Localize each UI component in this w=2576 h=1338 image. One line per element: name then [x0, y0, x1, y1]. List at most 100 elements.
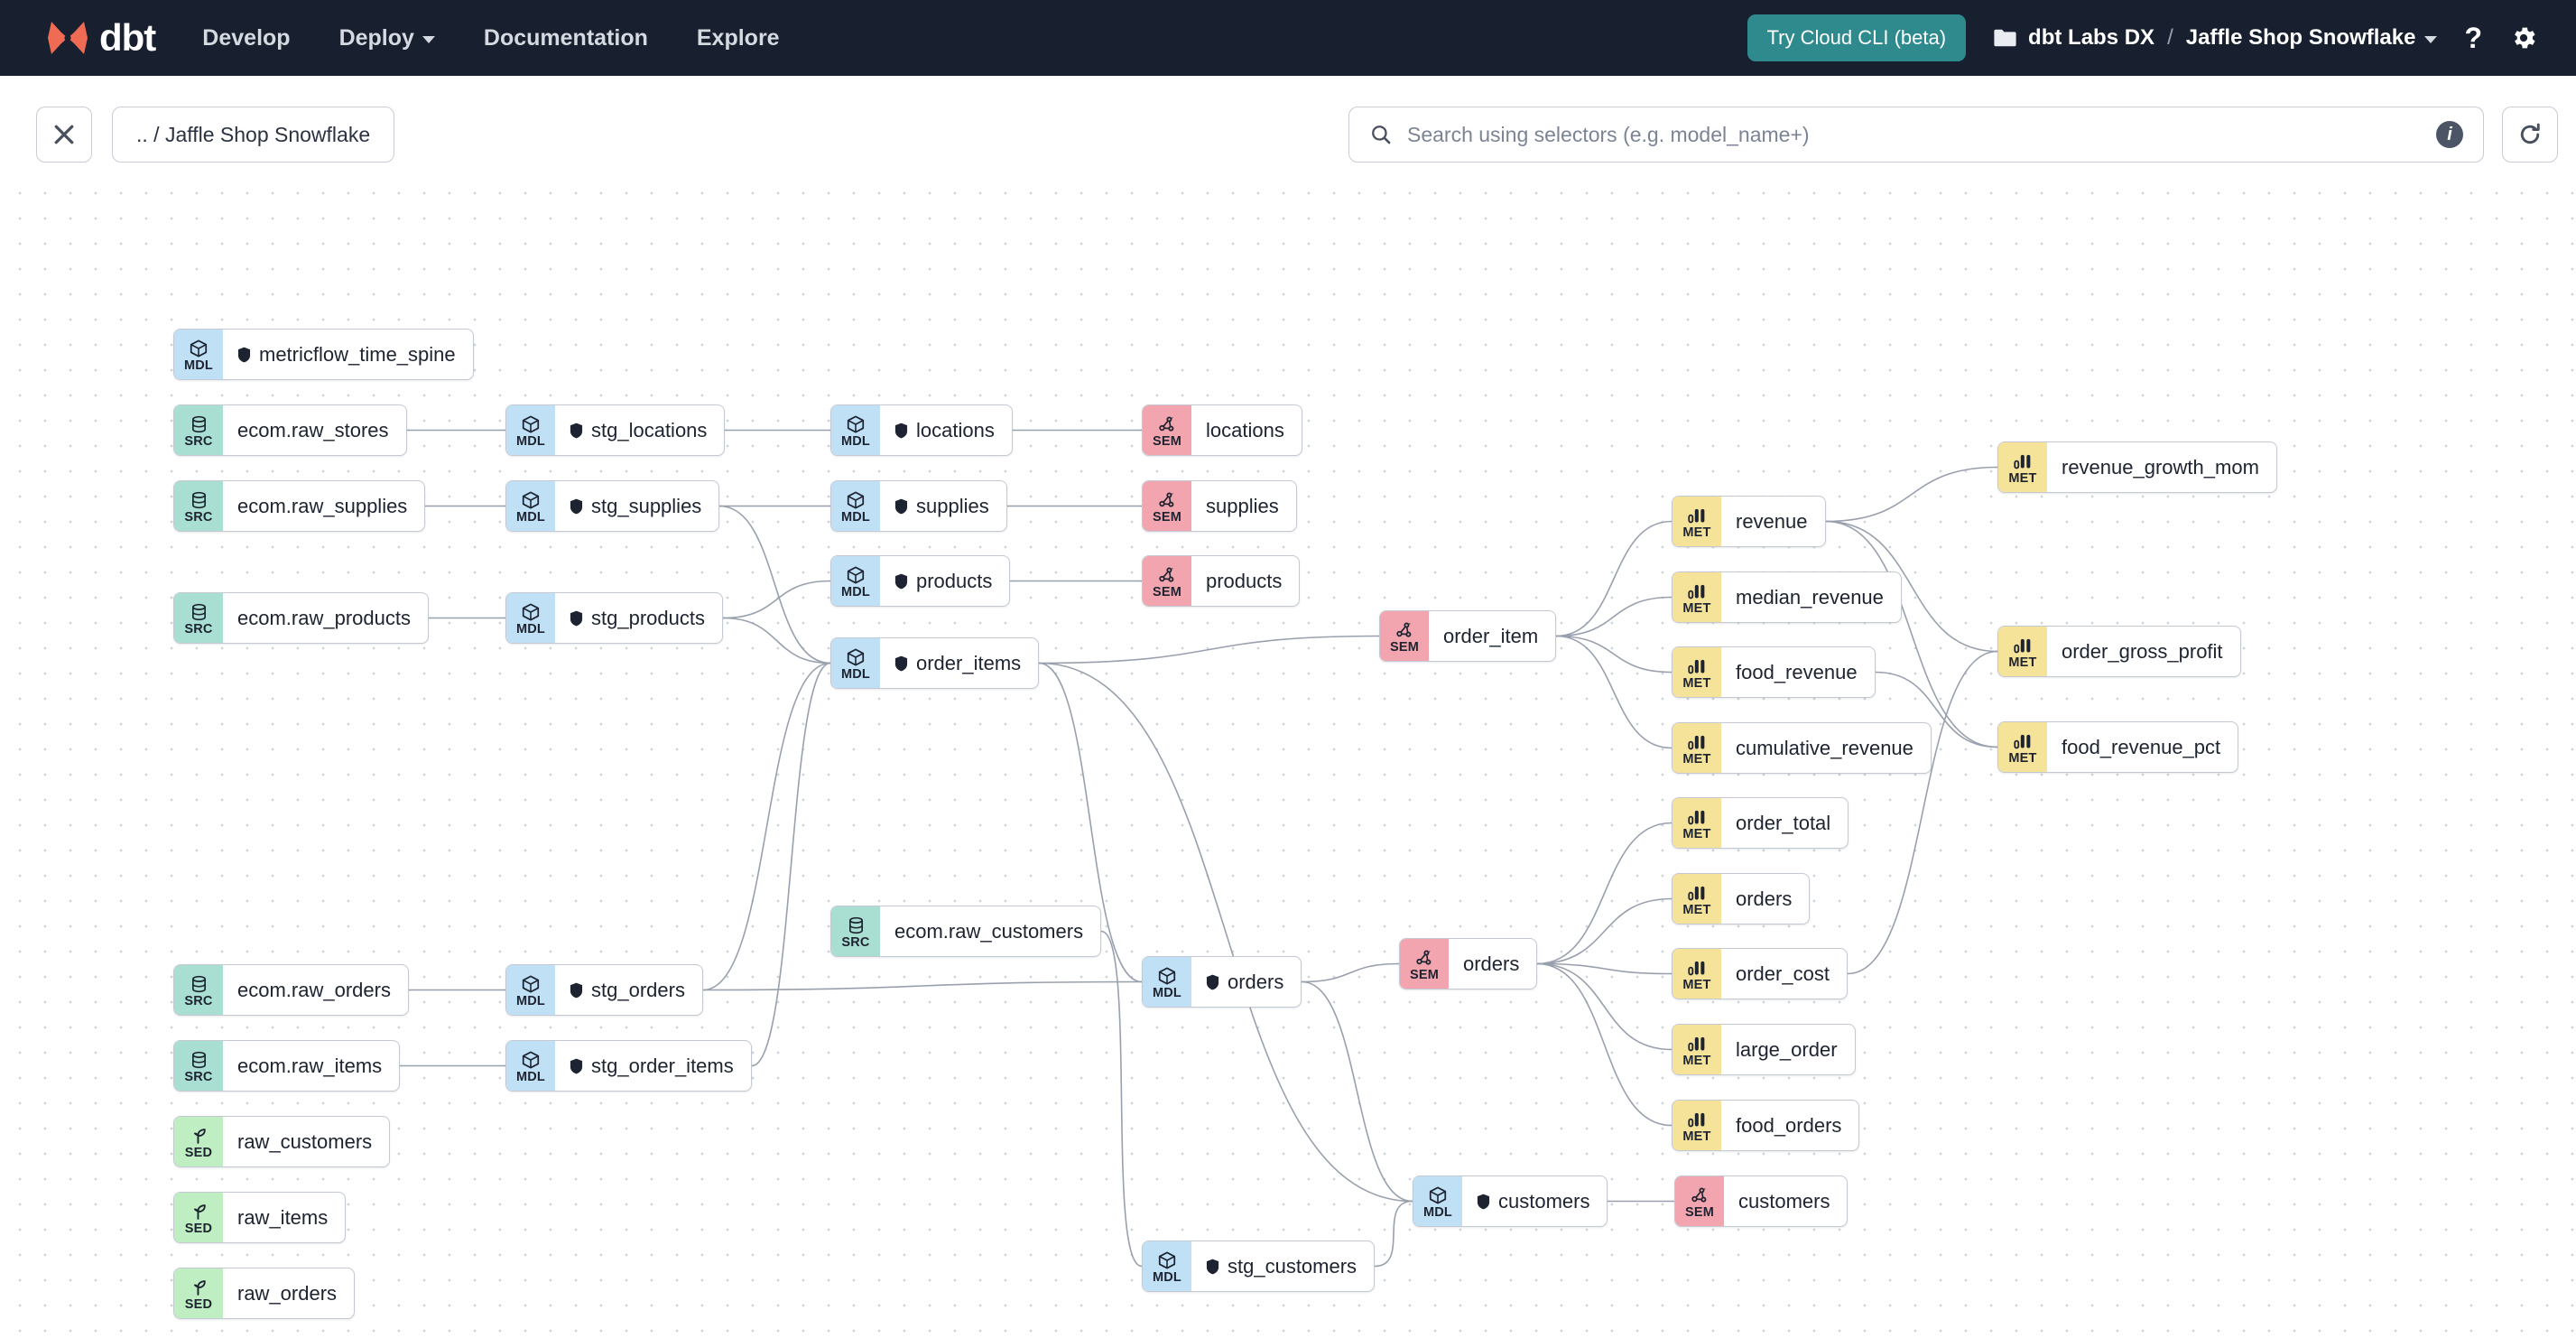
lineage-edge-order_item_sem-to-revenue — [1555, 520, 1673, 637]
node-type-badge-met: MET — [1998, 722, 2047, 772]
node-type-label: MDL — [515, 433, 545, 449]
node-body: food_revenue — [1721, 647, 1875, 697]
cube-icon — [1157, 1250, 1177, 1270]
account-name[interactable]: dbt Labs DX — [2028, 25, 2155, 50]
semantic-model-icon — [1159, 492, 1174, 507]
node-body: ecom.raw_orders — [223, 965, 408, 1015]
bar-chart-icon — [2014, 454, 2031, 469]
node-body: stg_products — [555, 593, 722, 643]
lineage-node-food_revenue[interactable]: MET food_revenue — [1672, 646, 1876, 698]
search-bar[interactable]: i — [1348, 107, 2484, 163]
protected-shield-icon — [894, 423, 908, 438]
node-body: large_order — [1721, 1025, 1855, 1074]
info-icon[interactable]: i — [2436, 121, 2463, 148]
dbt-logo[interactable]: dbt — [45, 16, 156, 60]
node-body: supplies — [1191, 481, 1296, 531]
bar-chart-icon — [1687, 732, 1707, 752]
node-type-label: MET — [2008, 750, 2037, 766]
project-selector[interactable]: Jaffle Shop Snowflake — [2186, 25, 2438, 51]
nav-link-deploy[interactable]: Deploy — [339, 25, 435, 51]
bar-chart-icon — [1688, 886, 1705, 900]
bar-chart-icon — [1688, 659, 1705, 674]
nav-link-explore[interactable]: Explore — [697, 25, 780, 51]
lineage-node-stg_locations[interactable]: MDL stg_locations — [505, 404, 726, 456]
node-label: locations — [916, 418, 995, 441]
cube-icon — [521, 1050, 541, 1070]
node-type-label: SEM — [1152, 433, 1182, 449]
node-type-badge-sem: SEM — [1380, 611, 1429, 661]
node-type-badge-mdl: MDL — [506, 593, 555, 643]
help-button[interactable]: ? — [2464, 22, 2482, 55]
nav-right-cluster: Try Cloud CLI (beta) dbt Labs DX / Jaffl… — [1747, 14, 2549, 61]
node-type-label: MDL — [515, 509, 545, 525]
node-type-badge-met: MET — [1673, 798, 1721, 848]
node-type-badge-mdl: MDL — [1143, 957, 1191, 1007]
cube-icon — [522, 491, 540, 508]
node-label: median_revenue — [1736, 585, 1884, 609]
settings-button[interactable] — [2509, 23, 2538, 52]
node-type-label: MET — [1682, 977, 1711, 992]
lineage-edge-order_item_sem-to-cumulative_revenue — [1555, 635, 1673, 749]
cube-icon — [1429, 1186, 1447, 1203]
node-type-label: MET — [2008, 470, 2037, 486]
seed-sprout-icon — [193, 1279, 206, 1296]
cube-icon — [521, 602, 541, 622]
try-cloud-cli-button[interactable]: Try Cloud CLI (beta) — [1747, 14, 1967, 61]
node-body: stg_locations — [555, 405, 724, 455]
cube-icon — [1428, 1185, 1448, 1205]
close-button[interactable] — [36, 107, 92, 163]
nav-link-develop[interactable]: Develop — [202, 25, 290, 51]
database-icon — [190, 1050, 208, 1070]
semantic-model-icon — [1416, 950, 1432, 965]
refresh-button[interactable] — [2502, 107, 2558, 163]
nav-link-deploy-label: Deploy — [338, 24, 414, 51]
search-input[interactable] — [1407, 122, 2436, 147]
nav-link-documentation[interactable]: Documentation — [484, 25, 648, 51]
lineage-breadcrumb-button[interactable]: .. / Jaffle Shop Snowflake — [112, 107, 395, 163]
node-type-badge-mdl: MDL — [1413, 1176, 1462, 1226]
bar-chart-icon — [1688, 584, 1705, 599]
node-type-badge-mdl: MDL — [1143, 1241, 1191, 1291]
node-type-label: MET — [1682, 675, 1711, 691]
node-body: ecom.raw_products — [223, 593, 428, 643]
